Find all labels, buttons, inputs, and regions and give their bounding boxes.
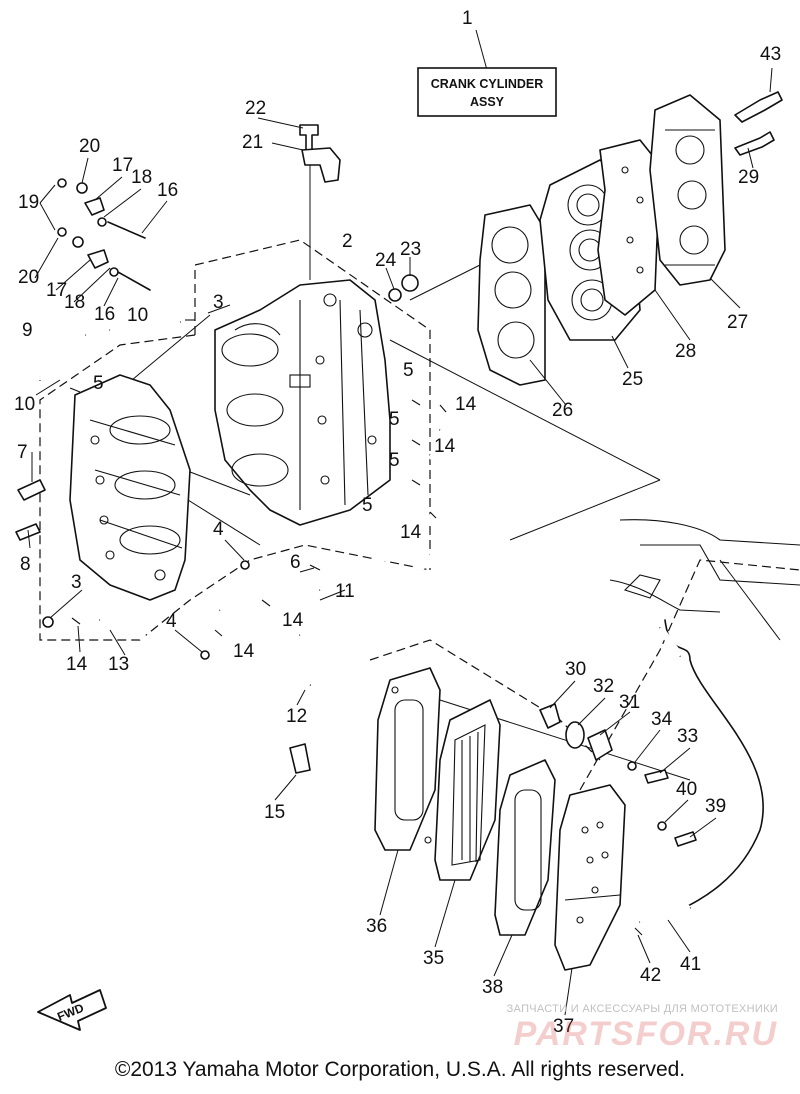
watermark-brand: PARTSFOR.RU	[514, 1015, 778, 1053]
callout-5: 5	[389, 450, 400, 471]
watermark-tagline: ЗАПЧАСТИ И АКСЕССУАРЫ ДЛЯ МОТОТЕХНИКИ	[507, 1003, 778, 1015]
callout-14: 14	[66, 654, 88, 675]
callout-24: 24	[375, 250, 397, 271]
cylinder-block	[214, 279, 391, 526]
callout-26: 26	[552, 400, 573, 421]
callout-9: 9	[22, 320, 33, 341]
cowling-sketch	[609, 519, 800, 613]
callout-25: 25	[622, 369, 643, 390]
callout-35: 35	[423, 948, 444, 969]
callout-43: 43	[760, 44, 781, 65]
callout-30: 30	[565, 659, 586, 680]
callout-14: 14	[400, 522, 422, 543]
cylinder-head-group	[477, 91, 783, 386]
callout-22: 22	[245, 98, 266, 119]
fasteners	[15, 124, 643, 936]
callout-39: 39	[705, 796, 726, 817]
callout-1: 1	[462, 8, 473, 29]
callout-16: 16	[94, 304, 115, 325]
callout-31: 31	[619, 692, 640, 713]
callout-32: 32	[593, 676, 614, 697]
title-line-2: ASSY	[470, 95, 505, 109]
callout-41: 41	[680, 954, 701, 975]
callout-labels: 1 2 3 3 4 4 5 5 5 5 5 6 7 8 9 10 10 11 1…	[14, 8, 781, 1037]
copyright-notice: ©2013 Yamaha Motor Corporation, U.S.A. A…	[114, 1058, 686, 1081]
fwd-arrow: FWD	[37, 989, 107, 1031]
callout-6: 6	[290, 552, 301, 573]
callout-36: 36	[366, 916, 387, 937]
callout-14: 14	[233, 641, 255, 662]
callout-leaders	[27, 67, 773, 1016]
crankcase-block	[69, 374, 191, 601]
callout-19: 19	[18, 192, 39, 213]
callout-29: 29	[738, 167, 759, 188]
callout-37: 37	[553, 1016, 574, 1037]
callout-12: 12	[286, 706, 307, 727]
callout-5: 5	[362, 495, 373, 516]
callout-20: 20	[18, 267, 39, 288]
exhaust-cover-group	[374, 667, 697, 971]
callout-5: 5	[93, 373, 104, 394]
callout-4: 4	[166, 611, 177, 632]
callout-23: 23	[400, 239, 421, 260]
callout-10: 10	[127, 305, 148, 326]
callout-4: 4	[213, 519, 224, 540]
callout-7: 7	[17, 442, 28, 463]
callout-11: 11	[335, 581, 355, 602]
callout-14: 14	[455, 394, 477, 415]
callout-21: 21	[242, 132, 263, 153]
callout-3: 3	[213, 292, 224, 313]
callout-10: 10	[14, 394, 35, 415]
callout-14: 14	[282, 610, 304, 631]
callout-18: 18	[131, 167, 152, 188]
callout-3: 3	[71, 572, 82, 593]
callout-27: 27	[727, 312, 748, 333]
title-line-1: CRANK CYLINDER	[431, 77, 544, 91]
callout-16: 16	[157, 180, 178, 201]
callout-8: 8	[20, 554, 31, 575]
title-box: CRANK CYLINDER ASSY	[417, 29, 557, 117]
callout-15: 15	[264, 802, 285, 823]
callout-38: 38	[482, 977, 503, 998]
hoses	[36, 319, 764, 926]
callout-5: 5	[389, 409, 400, 430]
callout-33: 33	[677, 726, 698, 747]
callout-18: 18	[64, 292, 85, 313]
callout-34: 34	[651, 709, 673, 730]
callout-14: 14	[434, 436, 456, 457]
callout-17: 17	[112, 155, 133, 176]
callout-13: 13	[108, 654, 129, 675]
callout-40: 40	[676, 779, 697, 800]
callout-5: 5	[403, 360, 414, 381]
callout-2: 2	[342, 231, 353, 252]
callout-28: 28	[675, 341, 696, 362]
watermark: ЗАПЧАСТИ И АКСЕССУАРЫ ДЛЯ МОТОТЕХНИКИ PA…	[507, 1003, 778, 1053]
callout-42: 42	[640, 965, 661, 986]
callout-20: 20	[79, 136, 100, 157]
